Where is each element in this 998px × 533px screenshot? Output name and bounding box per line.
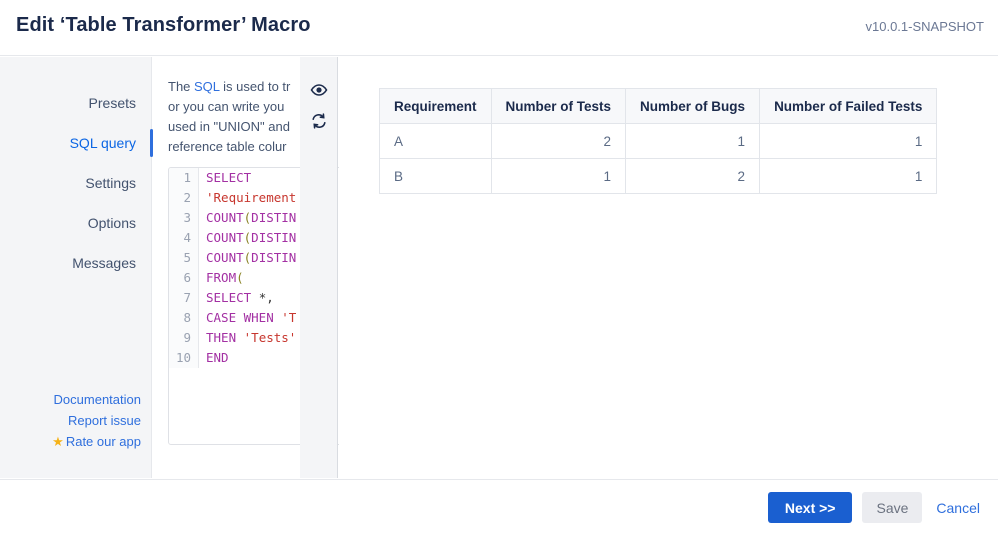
cell-number-of-bugs: 1 — [625, 123, 761, 159]
footer-actions: Next >> Save Cancel — [767, 492, 984, 523]
table-row: B 1 2 1 — [379, 158, 938, 194]
code-line[interactable]: 9 THEN 'Tests' — [169, 328, 339, 348]
sidebar-item-settings[interactable]: Settings — [85, 175, 136, 191]
sql-description: The SQL is used to tr or you can write y… — [168, 77, 339, 157]
table-row: A 2 1 1 — [379, 123, 938, 159]
line-number: 8 — [169, 308, 199, 328]
desc-text: The — [168, 79, 195, 94]
code-line[interactable]: 5 COUNT(DISTIN — [169, 248, 339, 268]
column-header-number-of-tests: Number of Tests — [490, 88, 627, 124]
cell-number-of-tests: 2 — [490, 123, 627, 159]
line-number: 9 — [169, 328, 199, 348]
rate-our-app-label: Rate our app — [65, 434, 141, 449]
code-line[interactable]: 3 COUNT(DISTIN — [169, 208, 339, 228]
line-number: 2 — [169, 188, 199, 208]
cell-number-of-failed-tests: 1 — [759, 123, 938, 159]
dialog-header: Edit ‘Table Transformer’ Macro v10.0.1-S… — [0, 0, 998, 56]
table-header-row: Requirement Number of Tests Number of Bu… — [379, 88, 938, 124]
sidebar-footer-links: Documentation Report issue ★Rate our app — [0, 389, 152, 452]
cell-requirement: B — [379, 158, 492, 194]
eye-icon[interactable] — [310, 81, 328, 99]
code-line[interactable]: 4 COUNT(DISTIN — [169, 228, 339, 248]
dialog-footer: Next >> Save Cancel — [0, 479, 998, 533]
cell-number-of-bugs: 2 — [625, 158, 761, 194]
cell-number-of-failed-tests: 1 — [759, 158, 938, 194]
code-text: THEN 'Tests' — [206, 330, 297, 345]
sidebar-item-messages[interactable]: Messages — [72, 255, 136, 271]
code-text: COUNT(DISTIN — [206, 250, 297, 265]
sql-description-line-4: reference table colur — [168, 139, 287, 154]
sql-description-line-1: The SQL is used to tr — [168, 77, 339, 97]
column-header-requirement: Requirement — [379, 88, 492, 124]
sidebar-item-options[interactable]: Options — [87, 215, 136, 231]
rate-our-app-link[interactable]: ★Rate our app — [0, 431, 141, 452]
code-text: FROM( — [206, 270, 244, 285]
line-number: 6 — [169, 268, 199, 288]
line-number: 4 — [169, 228, 199, 248]
cell-requirement: A — [379, 123, 492, 159]
version-label: v10.0.1-SNAPSHOT — [865, 19, 985, 34]
code-line[interactable]: 7 SELECT *, — [169, 288, 339, 308]
desc-text: is used to tr — [219, 79, 291, 94]
code-text: END — [206, 350, 229, 365]
sql-help-link[interactable]: SQL — [194, 79, 220, 94]
column-header-number-of-failed-tests: Number of Failed Tests — [759, 88, 938, 124]
line-number: 1 — [169, 168, 199, 188]
sidebar-item-sql-query[interactable]: SQL query — [0, 123, 153, 163]
next-button[interactable]: Next >> — [767, 492, 853, 523]
cell-number-of-tests: 1 — [490, 158, 627, 194]
sql-description-line-3: used in "UNION" and — [168, 119, 290, 134]
column-header-number-of-bugs: Number of Bugs — [625, 88, 761, 124]
code-line[interactable]: 10 END — [169, 348, 339, 368]
result-table-head: Requirement Number of Tests Number of Bu… — [379, 88, 938, 124]
documentation-link[interactable]: Documentation — [53, 392, 141, 407]
dialog-body: Presets SQL query Settings Options Messa… — [0, 57, 998, 478]
line-number: 5 — [169, 248, 199, 268]
line-number: 3 — [169, 208, 199, 228]
code-text: COUNT(DISTIN — [206, 210, 297, 225]
sidebar: Presets SQL query Settings Options Messa… — [0, 57, 153, 478]
code-text: SELECT — [206, 170, 252, 185]
result-table-body: A 2 1 1 B 1 2 1 — [379, 123, 938, 194]
code-text: SELECT *, — [206, 290, 274, 305]
code-line[interactable]: 6 FROM( — [169, 268, 339, 288]
code-line[interactable]: 1 SELECT — [169, 168, 339, 188]
code-text: COUNT(DISTIN — [206, 230, 297, 245]
line-number: 7 — [169, 288, 199, 308]
save-button[interactable]: Save — [862, 492, 923, 523]
cancel-button[interactable]: Cancel — [932, 492, 984, 523]
result-preview-panel: Requirement Number of Tests Number of Bu… — [339, 57, 998, 478]
star-icon: ★ — [52, 434, 64, 449]
page-title: Edit ‘Table Transformer’ Macro — [16, 14, 311, 36]
line-number: 10 — [169, 348, 199, 368]
refresh-icon[interactable] — [310, 112, 328, 130]
code-line[interactable]: 2 'Requirement — [169, 188, 339, 208]
sidebar-nav: Presets SQL query Settings Options Messa… — [0, 83, 153, 283]
sql-description-line-2: or you can write you — [168, 99, 285, 114]
sidebar-item-presets[interactable]: Presets — [88, 95, 136, 111]
editor-toolbar-strip — [300, 57, 338, 478]
result-table: Requirement Number of Tests Number of Bu… — [379, 88, 938, 194]
code-text: 'Requirement — [206, 190, 297, 205]
code-line[interactable]: 8 CASE WHEN 'T — [169, 308, 339, 328]
code-text: CASE WHEN 'T — [206, 310, 297, 325]
report-issue-link[interactable]: Report issue — [68, 413, 141, 428]
